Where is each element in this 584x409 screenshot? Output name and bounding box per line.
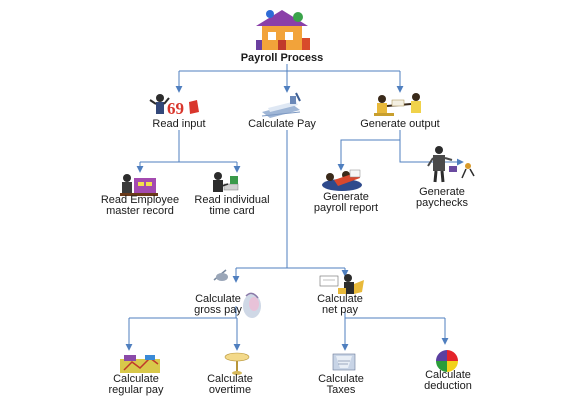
node-calculate-taxes: Calculate Taxes bbox=[318, 353, 364, 396]
calculate-gross-pay-line1: Calculate bbox=[195, 293, 241, 305]
generate-paychecks-line1: Generate bbox=[419, 186, 465, 198]
generate-paychecks-line2: paychecks bbox=[416, 197, 468, 209]
node-generate-output: Generate output bbox=[360, 93, 440, 130]
calculate-deduction-line2: deduction bbox=[424, 380, 472, 392]
tax-form-icon bbox=[332, 353, 356, 371]
svg-text:69: 69 bbox=[167, 99, 184, 118]
calculate-deduction-line1: Calculate bbox=[425, 369, 471, 381]
satellite-icon bbox=[213, 269, 261, 318]
generate-output-label: Generate output bbox=[360, 118, 440, 130]
node-payroll-process: Payroll Process bbox=[241, 10, 324, 64]
node-calculate-regular-pay: Calculate regular pay bbox=[108, 355, 164, 396]
node-read-employee-master-record: Read Employee master record bbox=[101, 174, 179, 217]
calculate-net-pay-line1: Calculate bbox=[317, 293, 363, 305]
node-calculate-overtime: Calculate overtime bbox=[207, 352, 253, 396]
node-calculate-pay: Calculate Pay bbox=[248, 92, 316, 130]
node-calculate-deduction: Calculate deduction bbox=[424, 350, 472, 392]
generate-payroll-report-line2: payroll report bbox=[314, 202, 378, 214]
read-input-label: Read input bbox=[152, 118, 205, 130]
calculate-overtime-line2: overtime bbox=[209, 384, 251, 396]
calculate-regular-pay-line1: Calculate bbox=[113, 373, 159, 385]
connectors bbox=[125, 64, 464, 351]
read-individual-time-card-line2: time card bbox=[209, 205, 254, 217]
worker-money-icon: 69 bbox=[149, 94, 199, 118]
read-employee-master-record-line2: master record bbox=[106, 205, 174, 217]
root-label: Payroll Process bbox=[241, 52, 324, 64]
node-calculate-gross-pay: Calculate gross pay bbox=[194, 269, 261, 318]
calculate-taxes-line2: Taxes bbox=[327, 384, 356, 396]
node-generate-payroll-report: Generate payroll report bbox=[314, 169, 378, 214]
read-individual-time-card-line1: Read individual bbox=[194, 194, 269, 206]
house-icon bbox=[256, 10, 310, 50]
calculate-overtime-line1: Calculate bbox=[207, 373, 253, 385]
handshake-icon bbox=[374, 93, 421, 116]
read-employee-master-record-line1: Read Employee bbox=[101, 194, 179, 206]
typist-icon bbox=[213, 172, 239, 192]
calculate-taxes-line1: Calculate bbox=[318, 373, 364, 385]
person-at-desk-icon bbox=[120, 174, 158, 196]
node-read-individual-time-card: Read individual time card bbox=[194, 172, 270, 217]
calculator-hand-icon bbox=[261, 92, 301, 118]
generate-payroll-report-line1: Generate bbox=[323, 191, 369, 203]
connector-net-pay-branch bbox=[344, 312, 445, 319]
calculate-pay-label: Calculate Pay bbox=[248, 118, 316, 130]
businessman-icon bbox=[427, 146, 475, 183]
calculate-net-pay-line2: net pay bbox=[322, 304, 359, 316]
payroll-chart-icon bbox=[120, 355, 160, 373]
calculate-gross-pay-line2: gross pay bbox=[194, 304, 242, 316]
connector-read-input-branch bbox=[140, 130, 237, 163]
node-calculate-net-pay: Calculate net pay bbox=[317, 274, 364, 316]
node-read-input: 69 Read input bbox=[149, 94, 206, 130]
node-generate-paychecks: Generate paychecks bbox=[416, 146, 475, 209]
people-reading-icon bbox=[322, 169, 362, 191]
clock-icon bbox=[224, 352, 250, 375]
calculate-regular-pay-line2: regular pay bbox=[108, 384, 164, 396]
worker-reading-icon bbox=[319, 274, 364, 294]
pie-chart-icon bbox=[436, 350, 458, 372]
